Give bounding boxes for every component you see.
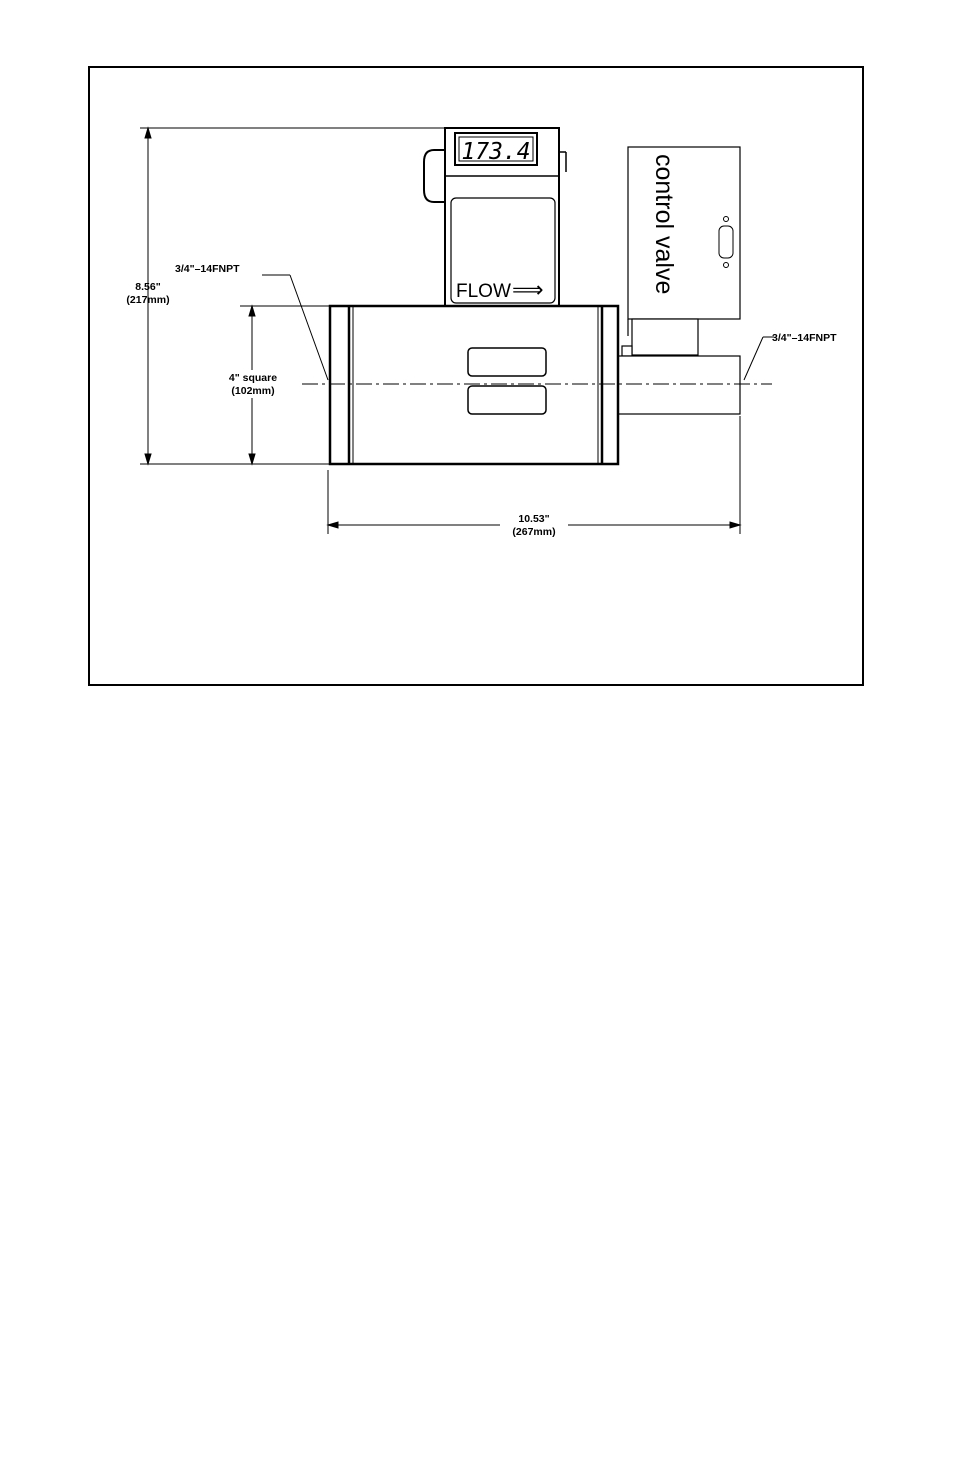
- square-inch-label: 4" square: [229, 372, 277, 384]
- inlet-port-label: 3/4"–14FNPT: [175, 263, 240, 275]
- flow-body: [330, 306, 618, 464]
- control-valve-label: control valve: [650, 154, 678, 294]
- control-valve-housing: [618, 147, 740, 414]
- length-inch-label: 10.53": [518, 513, 549, 525]
- height-mm-label: (217mm): [126, 294, 169, 306]
- outlet-leader: [744, 337, 774, 380]
- flow-arrow-icon: ⟹: [512, 277, 544, 302]
- outlet-port-label: 3/4"–14FNPT: [772, 332, 837, 344]
- flow-label: FLOW: [456, 281, 511, 302]
- lcd-reading: 173.4: [461, 139, 530, 165]
- square-mm-label: (102mm): [231, 385, 274, 397]
- height-inch-label: 8.56": [135, 281, 160, 293]
- length-mm-label: (267mm): [512, 526, 555, 538]
- inlet-leader: [262, 275, 328, 380]
